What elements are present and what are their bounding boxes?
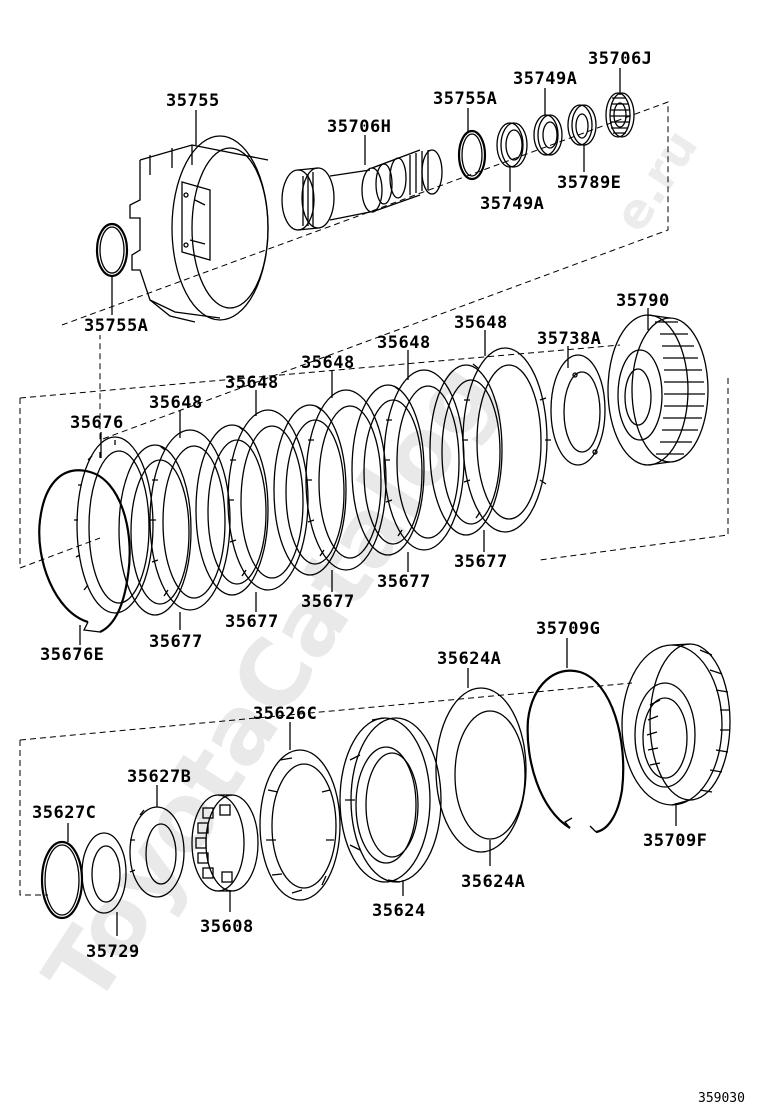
label-35749A-bottom: 35749A: [480, 194, 544, 214]
needle-bearing-35706J: [605, 92, 635, 138]
friction-plate-35677-e: [429, 364, 503, 536]
drum-35755: [129, 135, 269, 323]
diagram-number: 359030: [698, 1091, 745, 1106]
snap-ring-35709G: [526, 669, 625, 834]
label-35648-e: 35648: [454, 313, 508, 333]
plate-35626C: [259, 749, 341, 901]
snap-ring-35755A-left: [95, 222, 129, 278]
label-35627C: 35627C: [32, 803, 96, 823]
piston-35624: [339, 717, 442, 883]
label-35755A-top: 35755A: [433, 89, 497, 109]
label-35709G: 35709G: [536, 619, 600, 639]
label-35749A-top: 35749A: [513, 69, 577, 89]
label-35648-b: 35648: [225, 373, 279, 393]
race-35789E: [567, 104, 597, 146]
label-35676E: 35676E: [40, 645, 104, 665]
label-35755: 35755: [166, 91, 220, 111]
label-35729: 35729: [86, 942, 140, 962]
clutch-plate-35648-a: [149, 429, 231, 611]
label-35676: 35676: [70, 413, 124, 433]
label-35755A-left: 35755A: [84, 316, 148, 336]
label-35627B: 35627B: [127, 767, 191, 787]
seal-ring-35624A-outer: [435, 687, 527, 853]
snap-ring-35755A-top: [457, 129, 487, 181]
label-35624A-bottom: 35624A: [461, 872, 525, 892]
label-35677-d: 35677: [377, 572, 431, 592]
label-35789E: 35789E: [557, 173, 621, 193]
friction-plate-35677-c: [273, 404, 347, 576]
shaft-35706H: [281, 149, 443, 231]
top-leader-lines: [111, 68, 621, 315]
label-35608: 35608: [200, 917, 254, 937]
label-35648-c: 35648: [301, 353, 355, 373]
label-35706H: 35706H: [327, 117, 391, 137]
friction-plate-35677-b: [195, 424, 269, 596]
race-35749A-lower: [496, 122, 528, 168]
clutch-plate-35676: [74, 436, 154, 614]
label-35709F: 35709F: [643, 831, 707, 851]
friction-plate-35677-d: [351, 384, 425, 556]
label-35677-a: 35677: [149, 632, 203, 652]
clutch-drum-35709F: [621, 643, 731, 806]
seal-ring-35624A-inner: [454, 710, 526, 840]
bottom-group-dashed-outline: [19, 682, 633, 896]
race-35749A-upper: [533, 114, 563, 156]
clutch-plate-35648-e: [462, 347, 551, 533]
label-35677-c: 35677: [301, 592, 355, 612]
one-way-clutch-35608: [191, 794, 259, 892]
label-35624: 35624: [372, 901, 426, 921]
label-35677-b: 35677: [225, 612, 279, 632]
middle-leader-lines: [79, 308, 649, 645]
bottom-leader-lines: [67, 638, 677, 936]
label-35677-e: 35677: [454, 552, 508, 572]
label-35626C: 35626C: [253, 704, 317, 724]
gear-drum-35790: [607, 314, 709, 466]
label-35624A-top: 35624A: [437, 649, 501, 669]
clutch-plate-35648-b: [227, 409, 309, 591]
label-35648-d: 35648: [377, 333, 431, 353]
label-35706J: 35706J: [588, 49, 652, 69]
clutch-plate-35648-c: [305, 389, 387, 571]
label-35790: 35790: [616, 291, 670, 311]
plate-35738A: [550, 354, 606, 466]
snap-ring-35676E: [38, 469, 131, 633]
label-35648-a: 35648: [149, 393, 203, 413]
label-35738A: 35738A: [537, 329, 601, 349]
washer-35729: [81, 832, 127, 914]
